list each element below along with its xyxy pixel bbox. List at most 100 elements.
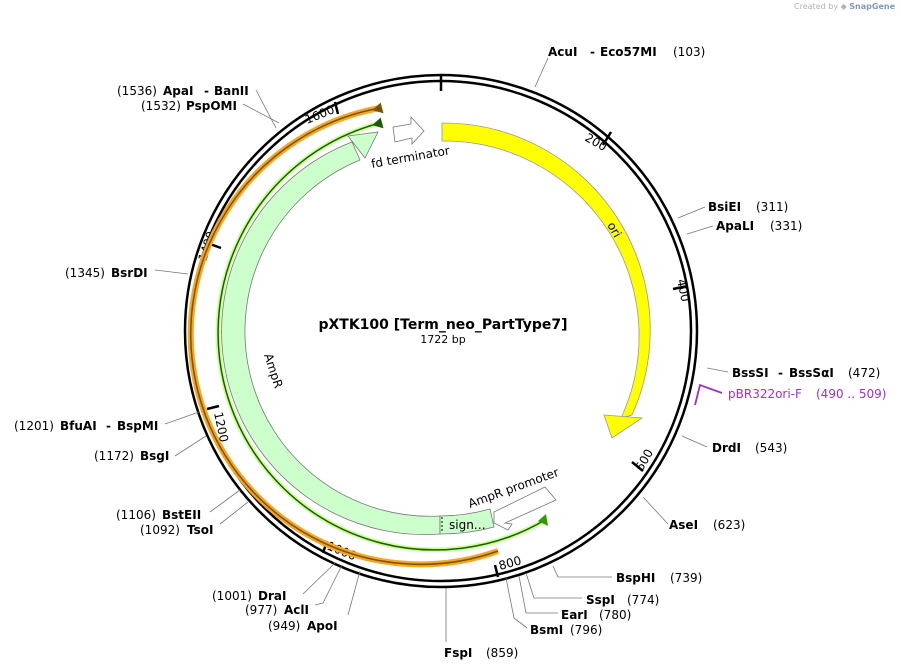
site-position: (331) bbox=[770, 219, 802, 233]
feature-ampr[interactable]: AmpR bbox=[221, 131, 441, 535]
site-bsgi[interactable]: (1172) BsgI bbox=[94, 449, 169, 463]
site-position: (103) bbox=[673, 45, 705, 59]
site-name: SspI bbox=[586, 593, 615, 607]
site-name: DraI bbox=[258, 589, 286, 603]
site-position: (859) bbox=[486, 646, 518, 660]
site-eari[interactable]: EarI (780) bbox=[561, 608, 631, 622]
site-leaders bbox=[154, 57, 729, 642]
site-drdi[interactable]: DrdI (543) bbox=[712, 441, 787, 455]
site-name: BsgI bbox=[140, 449, 169, 463]
primer-name: pBR322ori-F bbox=[728, 387, 802, 401]
site-name: EarI bbox=[561, 608, 588, 622]
site-bsssi[interactable]: BssSI - BssSαI (472) bbox=[732, 366, 880, 380]
tick-200 bbox=[601, 131, 613, 146]
site-tsoi[interactable]: (1092) TsoI bbox=[140, 523, 213, 537]
site-position: (1001) bbox=[212, 589, 252, 603]
site-fspi[interactable]: FspI (859) bbox=[444, 646, 518, 660]
site-name-2: BssSαI bbox=[789, 366, 834, 380]
site-position: (311) bbox=[756, 200, 788, 214]
ampr-arrow[interactable] bbox=[221, 141, 441, 535]
site-pspomi[interactable]: (1532) PspOMI bbox=[141, 99, 237, 113]
plasmid-length: 1722 bp bbox=[420, 333, 465, 346]
site-position: (1106) bbox=[116, 508, 156, 522]
fd-terminator-arrow[interactable] bbox=[392, 115, 425, 146]
site-name-2: BspMI bbox=[117, 419, 158, 433]
site-name-2: Eco57MI bbox=[600, 45, 657, 59]
credit-label: Created by bbox=[794, 2, 839, 11]
primer-marker[interactable] bbox=[694, 383, 723, 406]
site-name: FspI bbox=[444, 646, 472, 660]
restriction-sites: AcuI - Eco57MI (103) BsiEI (311) ApaLI (… bbox=[14, 45, 880, 660]
credit-app: SnapGene bbox=[849, 2, 895, 11]
site-name: DrdI bbox=[712, 441, 741, 455]
site-position: (739) bbox=[670, 571, 702, 585]
snapgene-credit: Created by ◆ SnapGene bbox=[794, 2, 895, 11]
tick-label-600: 600 bbox=[632, 447, 656, 474]
site-name: AcuI bbox=[548, 45, 577, 59]
site-separator: - bbox=[590, 45, 595, 59]
feature-signal[interactable]: sign… bbox=[439, 508, 495, 535]
site-bsrdi[interactable]: (1345) BsrDI bbox=[65, 266, 148, 280]
site-name: BsrDI bbox=[111, 266, 148, 280]
primer-pbr322ori-f[interactable]: pBR322ori-F (490 .. 509) bbox=[694, 383, 886, 406]
primer-range: (490 .. 509) bbox=[816, 387, 886, 401]
site-apai[interactable]: (1536) ApaI - BanII bbox=[117, 84, 249, 98]
site-bsteii[interactable]: (1106) BstEII bbox=[116, 508, 201, 522]
site-position: (774) bbox=[627, 593, 659, 607]
tick-1200 bbox=[206, 404, 220, 411]
site-bfuai[interactable]: (1201) BfuAI - BspMI bbox=[14, 419, 158, 433]
orange-feature-line bbox=[190, 107, 499, 566]
backbone-ticks bbox=[206, 76, 689, 578]
site-name: BsiEI bbox=[708, 200, 741, 214]
ampr-label: AmpR bbox=[261, 352, 285, 390]
site-position: (1172) bbox=[94, 449, 134, 463]
site-separator: - bbox=[204, 84, 209, 98]
site-name: PspOMI bbox=[186, 99, 237, 113]
site-drai[interactable]: (1001) DraI bbox=[212, 589, 286, 603]
snapgene-logo-icon: ◆ bbox=[840, 2, 847, 11]
site-acui[interactable]: AcuI - Eco57MI (103) bbox=[548, 45, 705, 59]
feature-ori[interactable]: ori bbox=[441, 122, 651, 439]
site-bsiei[interactable]: BsiEI (311) bbox=[708, 200, 788, 214]
site-name: AseI bbox=[669, 518, 698, 532]
site-bsphi[interactable]: BspHI (739) bbox=[616, 571, 702, 585]
site-position: (977) bbox=[245, 603, 277, 617]
site-position: (472) bbox=[848, 366, 880, 380]
site-apali[interactable]: ApaLI (331) bbox=[716, 219, 802, 233]
signal-label: sign… bbox=[449, 518, 486, 532]
site-name: TsoI bbox=[187, 523, 213, 537]
site-acli[interactable]: (977) AclI bbox=[245, 603, 309, 617]
site-position: (623) bbox=[713, 518, 745, 532]
site-name: AclI bbox=[284, 603, 309, 617]
site-position: (1201) bbox=[14, 419, 54, 433]
site-bsmi[interactable]: BsmI (796) bbox=[530, 623, 602, 637]
site-name: BstEII bbox=[162, 508, 201, 522]
fd-terminator-label: fd terminator bbox=[370, 143, 451, 171]
green-arrowhead-2-icon bbox=[372, 117, 384, 129]
tick-label-800: 800 bbox=[497, 553, 523, 572]
site-sspi[interactable]: SspI (774) bbox=[586, 593, 659, 607]
site-position: (949) bbox=[268, 619, 300, 633]
site-position: (780) bbox=[599, 608, 631, 622]
site-apoi[interactable]: (949) ApoI bbox=[268, 619, 338, 633]
tick-label-400: 400 bbox=[674, 278, 692, 303]
tick-800 bbox=[493, 564, 500, 578]
site-name: ApaLI bbox=[716, 219, 754, 233]
outer-feature-lines bbox=[187, 102, 548, 568]
ori-label: ori bbox=[604, 220, 624, 241]
site-separator: - bbox=[106, 419, 111, 433]
site-name-2: BanII bbox=[214, 84, 249, 98]
orange-arrowhead-icon bbox=[372, 102, 384, 114]
ampr-promoter-arrow[interactable] bbox=[493, 486, 557, 531]
site-position: (1532) bbox=[141, 99, 181, 113]
signal-box[interactable] bbox=[439, 508, 495, 535]
ori-arc[interactable] bbox=[441, 122, 651, 419]
ampr-arrowhead-icon bbox=[347, 131, 379, 159]
green-feature-line bbox=[217, 122, 546, 551]
tick-1600 bbox=[333, 101, 340, 115]
site-name: BspHI bbox=[616, 571, 655, 585]
site-position: (1536) bbox=[117, 84, 157, 98]
site-name: BsmI bbox=[530, 623, 563, 637]
site-asei[interactable]: AseI (623) bbox=[669, 518, 745, 532]
